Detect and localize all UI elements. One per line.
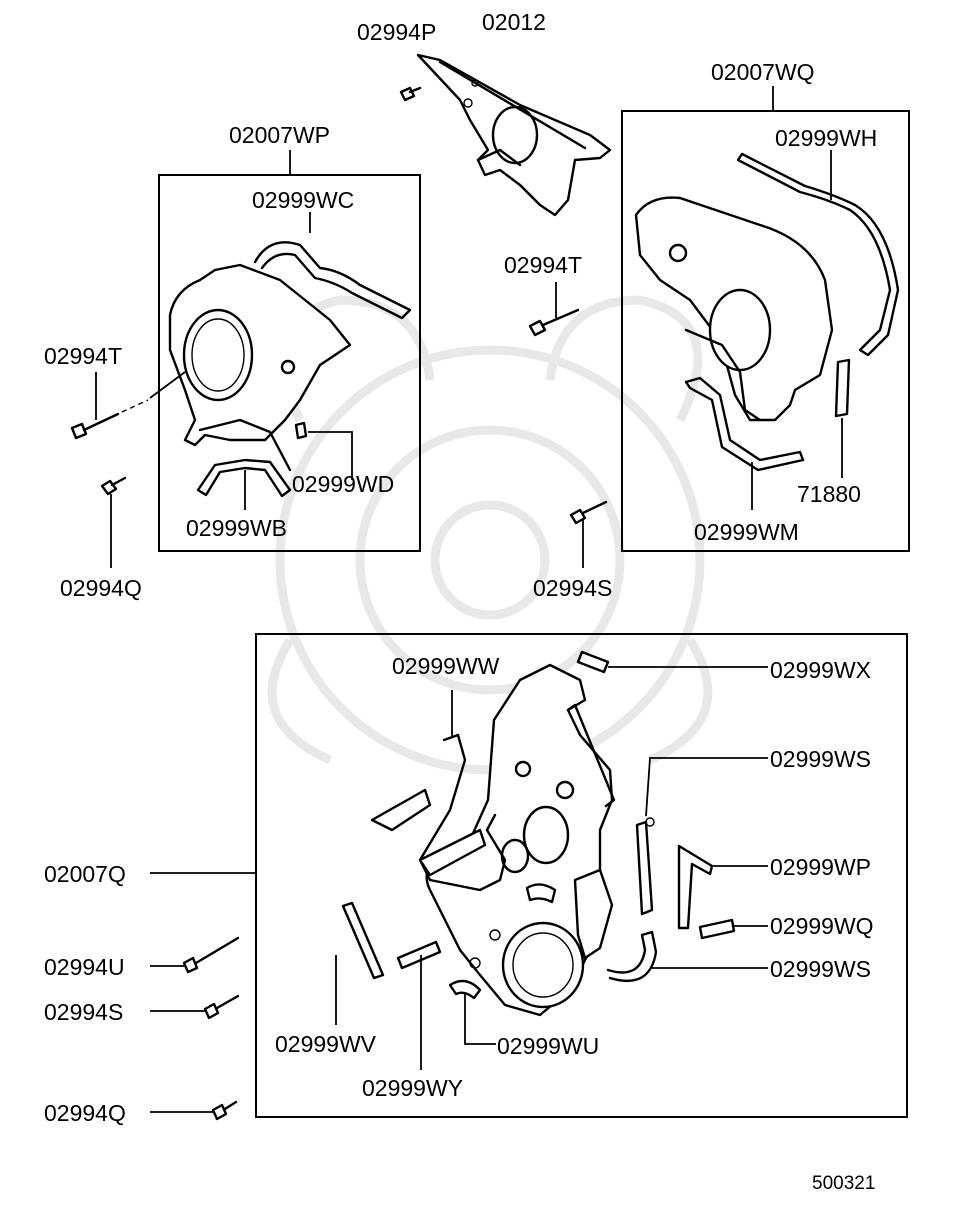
label-02994S-center: 02994S bbox=[533, 575, 612, 601]
seal-02999WB-illustration bbox=[196, 458, 292, 498]
seal-02999WW-illustration bbox=[370, 733, 507, 892]
seal-02999WV-illustration bbox=[341, 901, 385, 980]
seal-02999WH-illustration bbox=[736, 152, 900, 357]
upper-front-cover-illustration bbox=[634, 196, 834, 422]
bolt-02994T-center-illustration bbox=[528, 308, 580, 337]
seal-02999WX-illustration bbox=[576, 650, 610, 674]
bolt-02994Q-upper-illustration bbox=[100, 476, 127, 496]
seal-02999WM-illustration bbox=[684, 376, 805, 472]
label-02999WH: 02999WH bbox=[775, 125, 877, 151]
bolt-02994S-lower-illustration bbox=[203, 994, 240, 1020]
label-02012: 02012 bbox=[482, 9, 546, 35]
bolt-02994S-center-illustration bbox=[569, 500, 608, 525]
label-02999WM: 02999WM bbox=[694, 519, 799, 545]
label-02999WC: 02999WC bbox=[252, 187, 354, 213]
label-02994S-lower: 02994S bbox=[44, 999, 123, 1025]
seal-02999WS-lower-illustration bbox=[606, 930, 658, 983]
label-02999WS-upper: 02999WS bbox=[770, 746, 871, 772]
seal-02999WD-illustration bbox=[294, 421, 308, 440]
kit-02007Q-box bbox=[255, 633, 908, 1118]
label-02994U: 02994U bbox=[44, 954, 125, 980]
label-02999WS-lower: 02999WS bbox=[770, 956, 871, 982]
label-02007WP: 02007WP bbox=[229, 122, 330, 148]
upper-rear-cover-illustration bbox=[168, 263, 352, 472]
label-02999WU: 02999WU bbox=[497, 1033, 599, 1059]
seal-02999WC-illustration bbox=[253, 241, 412, 320]
label-02999WX: 02999WX bbox=[770, 657, 871, 683]
label-71880: 71880 bbox=[797, 481, 861, 507]
bolt-02994T-left-illustration bbox=[70, 371, 186, 440]
background-emblem-watermark bbox=[267, 295, 713, 775]
lower-cover-illustration bbox=[425, 663, 616, 1017]
label-02007Q: 02007Q bbox=[44, 861, 126, 887]
label-02999WW: 02999WW bbox=[392, 653, 500, 679]
bolt-02994P-illustration bbox=[399, 86, 422, 102]
label-02999WP: 02999WP bbox=[770, 854, 871, 880]
kit-02007WQ-box bbox=[621, 110, 910, 552]
label-02999WV: 02999WV bbox=[275, 1031, 377, 1057]
seal-02999WU-illustration bbox=[448, 979, 482, 1000]
label-02999WY: 02999WY bbox=[362, 1075, 463, 1101]
label-02994T-left: 02994T bbox=[44, 343, 122, 369]
seal-02999WQ-illustration bbox=[698, 918, 736, 940]
seal-71880-illustration bbox=[834, 358, 851, 418]
bolt-02994U-illustration bbox=[182, 936, 240, 974]
label-02994Q-lower: 02994Q bbox=[44, 1100, 126, 1126]
seal-02999WY-illustration bbox=[396, 940, 442, 970]
bolt-02994Q-lower-illustration bbox=[211, 1100, 238, 1121]
label-02994P: 02994P bbox=[357, 19, 436, 45]
seal-02999WS-upper-illustration bbox=[635, 817, 655, 916]
label-02994T-center: 02994T bbox=[504, 252, 582, 278]
bracket-02012-illustration bbox=[416, 53, 612, 217]
label-02999WQ: 02999WQ bbox=[770, 913, 874, 939]
label-02994Q-upper: 02994Q bbox=[60, 575, 142, 601]
label-02999WD: 02999WD bbox=[292, 471, 394, 497]
diagram-reference-number: 500321 bbox=[812, 1173, 875, 1194]
label-02007WQ: 02007WQ bbox=[711, 59, 815, 85]
seal-02999WP-illustration bbox=[677, 844, 714, 930]
label-02999WB: 02999WB bbox=[186, 515, 287, 541]
